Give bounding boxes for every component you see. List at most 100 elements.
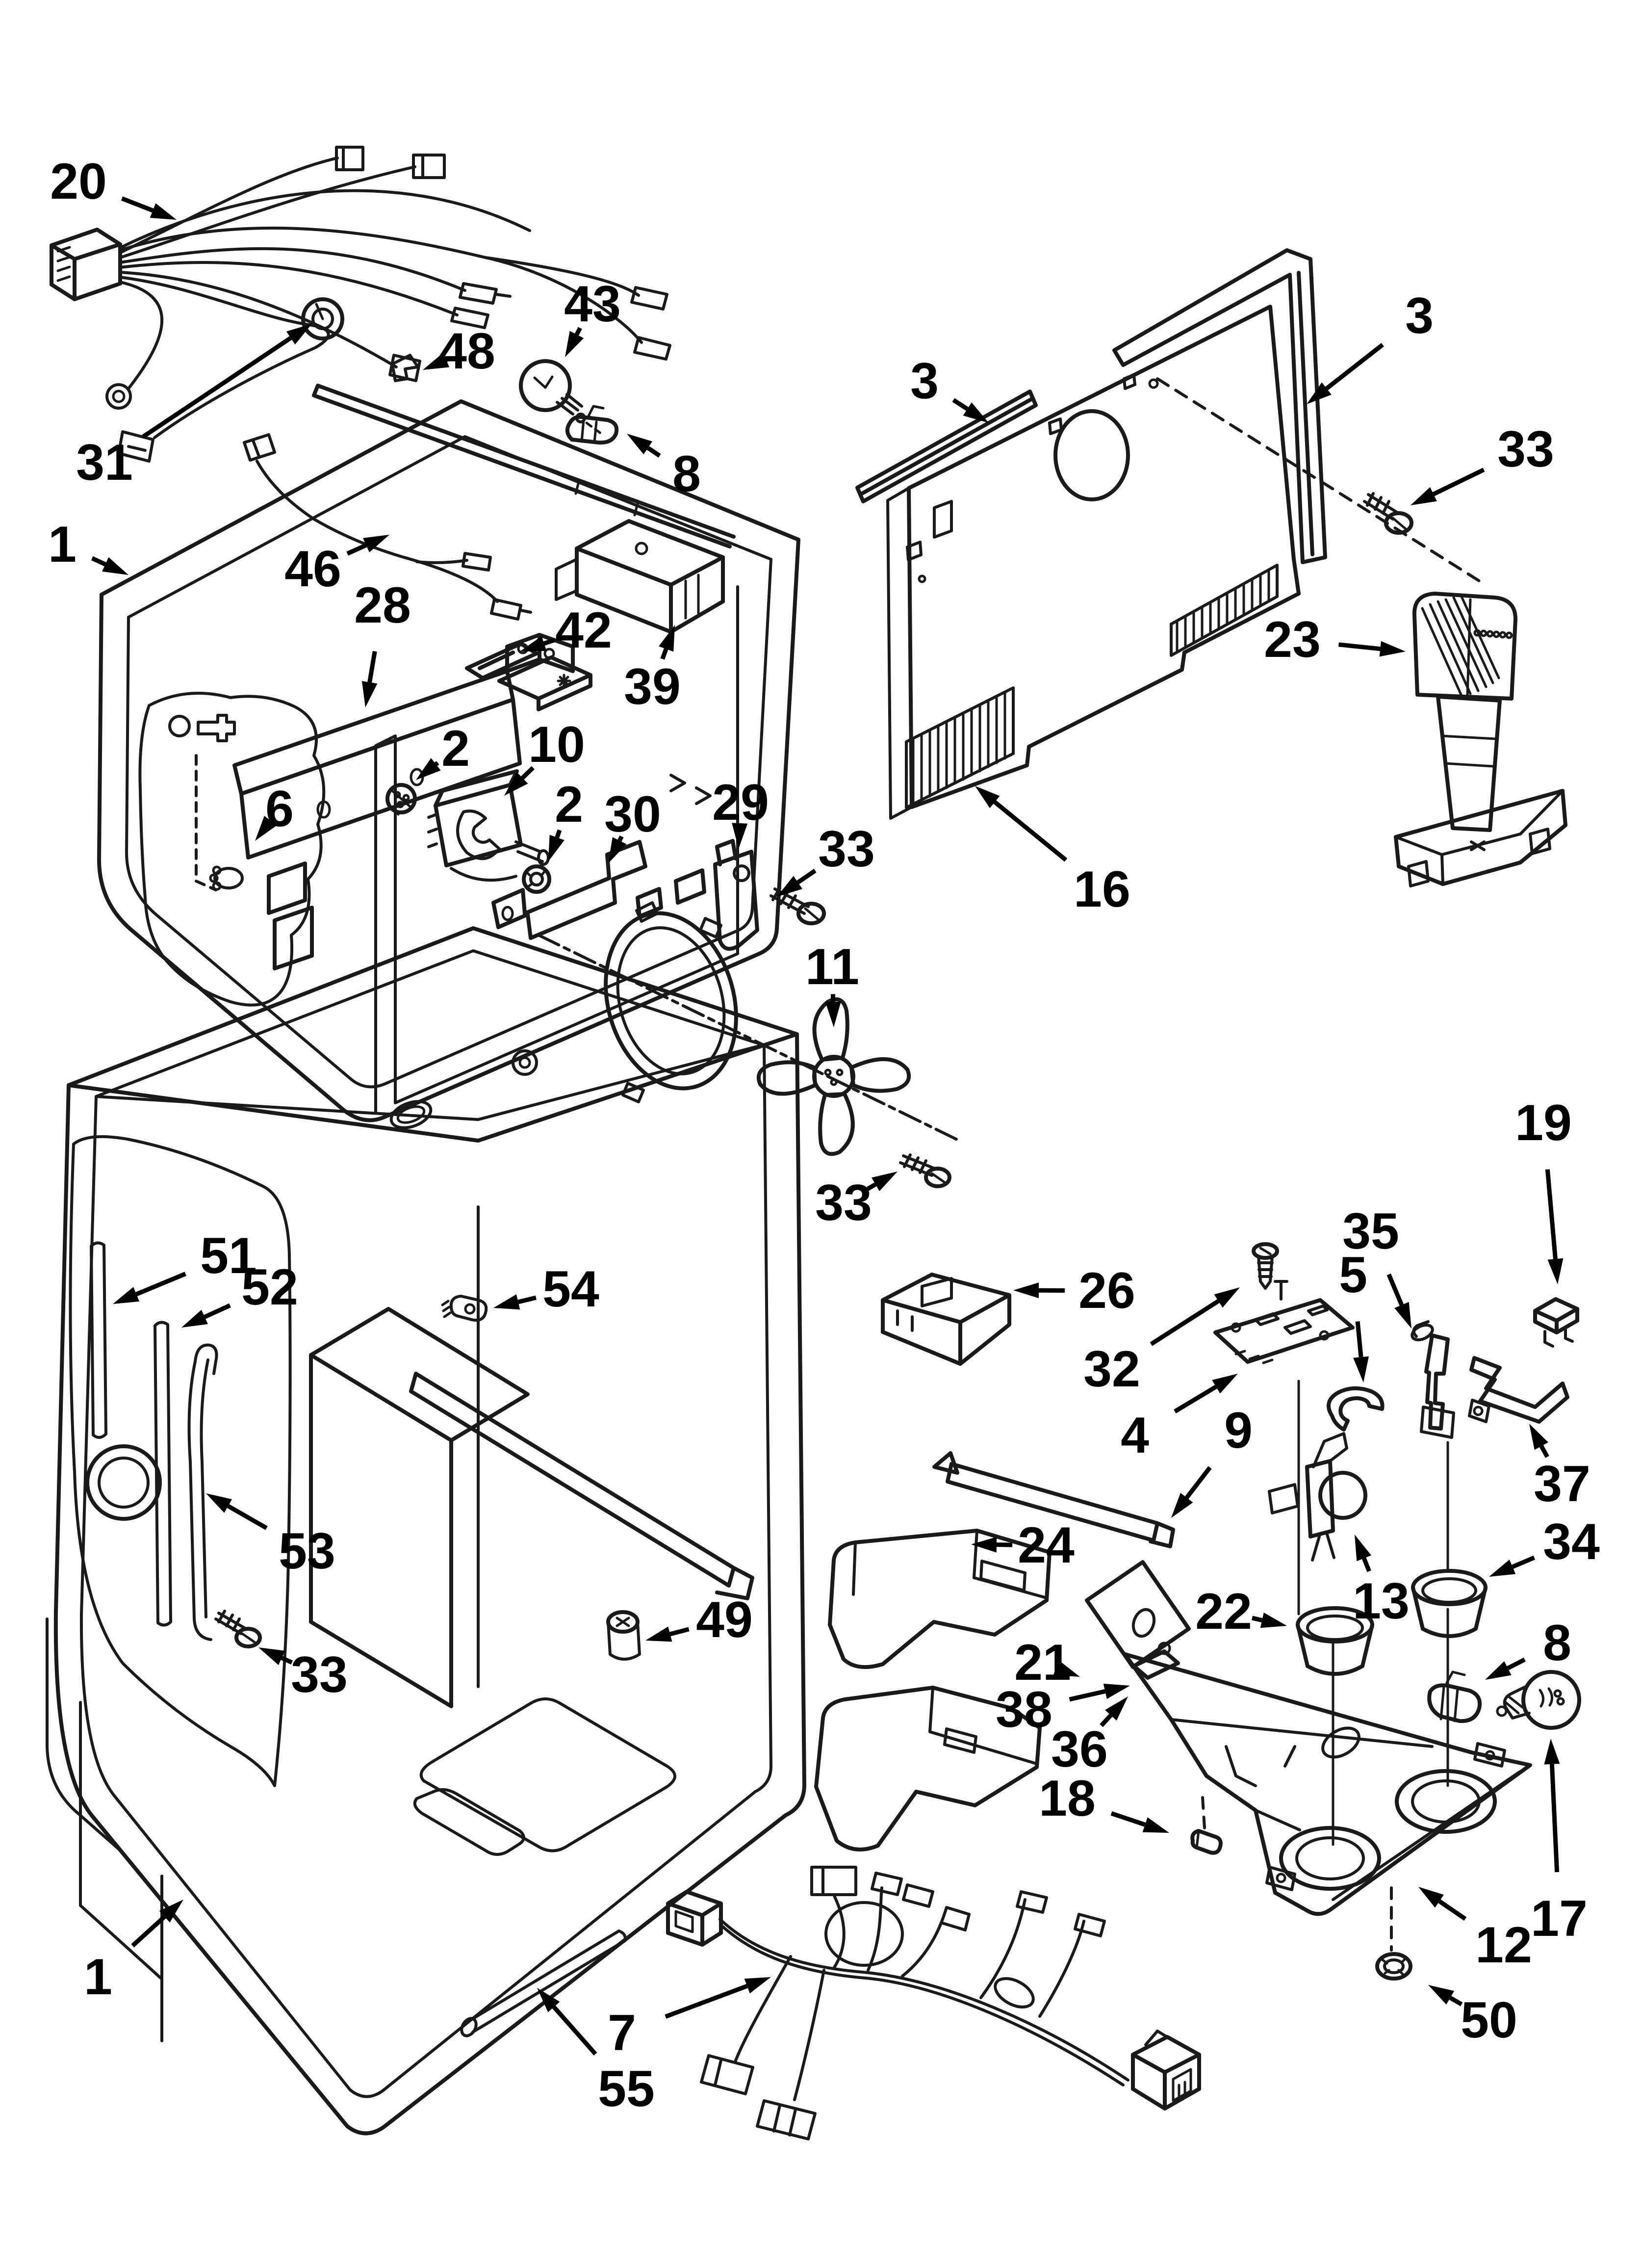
callout-label: 28 bbox=[354, 577, 411, 634]
tube-52 bbox=[154, 1321, 172, 1627]
callout-arrowhead bbox=[975, 786, 1000, 808]
callout-label: 29 bbox=[712, 774, 769, 831]
callout-26: 26 bbox=[1013, 1262, 1135, 1319]
callout-label: 7 bbox=[608, 2005, 636, 2061]
callout-19: 19 bbox=[1515, 1095, 1572, 1284]
callout-arrow-line bbox=[1338, 642, 1381, 652]
control-board-4 bbox=[1213, 1280, 1355, 1364]
callout-arrow-line bbox=[1355, 1321, 1363, 1357]
callout-arrowhead bbox=[504, 772, 528, 796]
callout-label: 35 bbox=[1342, 1203, 1399, 1260]
callout-label: 10 bbox=[528, 716, 585, 773]
bulb-socket-8 bbox=[565, 405, 619, 445]
callout-label: 55 bbox=[598, 2060, 655, 2117]
callout-2: 2 bbox=[548, 776, 583, 861]
callout-arrow-line bbox=[91, 556, 106, 567]
callout-24: 24 bbox=[971, 1517, 1075, 1574]
callout-label: 2 bbox=[441, 720, 470, 777]
callout-6: 6 bbox=[255, 781, 294, 841]
callout-label: 20 bbox=[50, 153, 107, 210]
callout-33: 33 bbox=[258, 1646, 348, 1703]
callout-46: 46 bbox=[284, 535, 389, 598]
callout-arrow-line bbox=[521, 766, 535, 780]
callout-arrowhead bbox=[659, 625, 675, 652]
callout-label: 33 bbox=[818, 821, 875, 878]
callout-arrowhead bbox=[963, 402, 989, 423]
callout-arrow-line bbox=[435, 761, 439, 766]
callout-label: 23 bbox=[1264, 611, 1321, 668]
callout-arrow-line bbox=[669, 1627, 690, 1637]
fan-shroud-ring bbox=[604, 901, 738, 1103]
grommet-31 bbox=[301, 297, 344, 340]
callout-label: 36 bbox=[1051, 1721, 1108, 1778]
callout-arrowhead bbox=[1547, 1258, 1564, 1284]
callout-arrow-line bbox=[367, 651, 377, 683]
callout-arrowhead bbox=[1544, 1739, 1560, 1765]
callout-13: 13 bbox=[1353, 1535, 1410, 1630]
callout-arrow-line bbox=[1069, 1689, 1106, 1702]
alignment-chevrons bbox=[669, 774, 712, 805]
screw-alignment-dash bbox=[1156, 377, 1481, 582]
thermostat-10 bbox=[427, 769, 550, 882]
callout-39: 39 bbox=[624, 625, 681, 715]
callout-label: 4 bbox=[1121, 1407, 1149, 1464]
control-housing-12 bbox=[1123, 1652, 1532, 1916]
screw-33-top-right bbox=[1363, 492, 1413, 535]
callout-arrowhead bbox=[744, 1977, 771, 1994]
callout-33: 33 bbox=[1411, 421, 1554, 505]
callout-arrow-line bbox=[227, 1504, 268, 1530]
rear-panel-16 bbox=[886, 305, 1301, 820]
callout-arrowhead bbox=[102, 557, 128, 575]
callout-arrowhead bbox=[361, 681, 378, 707]
callout-arrow-line bbox=[1174, 1384, 1217, 1413]
callout-31: 31 bbox=[76, 324, 312, 491]
callout-arrow-line bbox=[1539, 1445, 1549, 1458]
callout-arrow-line bbox=[1549, 1764, 1560, 1873]
clip-48 bbox=[391, 354, 419, 382]
coil-loop bbox=[85, 1444, 162, 1521]
callout-arrowhead bbox=[1411, 487, 1437, 505]
callout-29: 29 bbox=[712, 774, 769, 849]
callout-label: 51 bbox=[200, 1227, 257, 1284]
callout-1: 1 bbox=[84, 1900, 183, 2006]
callout-label: 11 bbox=[805, 938, 859, 995]
callout-3: 3 bbox=[1307, 287, 1434, 404]
alignment-lines bbox=[1297, 1380, 1449, 1846]
tube-55 bbox=[460, 1929, 627, 2037]
callout-label: 26 bbox=[1078, 1262, 1135, 1319]
cap-50 bbox=[1375, 1952, 1412, 1981]
callout-label: 38 bbox=[996, 1681, 1052, 1738]
callout-arrowhead bbox=[258, 1647, 285, 1665]
callout-50: 50 bbox=[1428, 1985, 1517, 2049]
callout-arrowhead bbox=[159, 1900, 183, 1923]
roller-49 bbox=[606, 1610, 641, 1661]
plate-38 bbox=[1132, 1649, 1180, 1680]
callout-22: 22 bbox=[1195, 1583, 1287, 1640]
freezer-liner bbox=[97, 399, 800, 1122]
callout-label: 33 bbox=[1497, 421, 1554, 478]
callout-33: 33 bbox=[815, 1172, 898, 1231]
wire-harness-20 bbox=[50, 146, 671, 463]
callout-arrowhead bbox=[1355, 1535, 1372, 1562]
callout-label: 8 bbox=[672, 445, 701, 502]
rail-9 bbox=[932, 1451, 1175, 1548]
callout-label: 50 bbox=[1461, 1992, 1517, 2049]
callout-8: 8 bbox=[627, 434, 701, 502]
callout-arrowhead bbox=[1171, 1493, 1193, 1518]
screw-32 bbox=[1252, 1242, 1279, 1290]
callout-arrow-line bbox=[646, 446, 661, 458]
callout-arrowhead bbox=[1212, 1374, 1238, 1394]
light-bulb-43 bbox=[519, 359, 603, 435]
callout-18: 18 bbox=[1039, 1770, 1169, 1833]
foam-duct-21 bbox=[814, 1686, 1042, 1851]
callout-1: 1 bbox=[48, 516, 128, 575]
fan-blade-11 bbox=[756, 997, 911, 1156]
callout-arrow-line bbox=[1185, 1466, 1212, 1499]
callout-arrow-line bbox=[555, 829, 562, 838]
callout-20: 20 bbox=[50, 153, 177, 220]
callout-arrow-line bbox=[867, 1182, 877, 1191]
callout-32: 32 bbox=[1083, 1287, 1240, 1398]
callout-arrowhead bbox=[1053, 1660, 1080, 1677]
callout-arrowhead bbox=[1379, 641, 1406, 657]
